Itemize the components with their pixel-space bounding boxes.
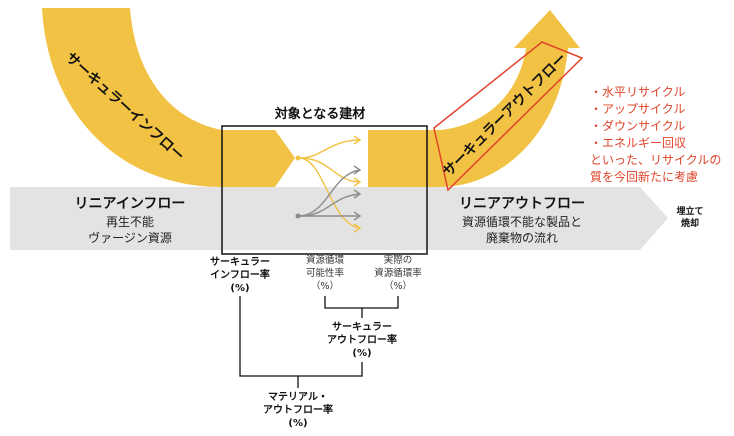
material-bracket xyxy=(239,296,363,377)
outflow-bracket xyxy=(324,296,399,309)
branch-arrow-gray-2 xyxy=(299,169,361,217)
circular-outflow-arc xyxy=(368,10,580,187)
callout-bullet: ・エネルギー回収 xyxy=(590,136,686,150)
callout-line: 質を今回新たに考慮 xyxy=(590,169,698,184)
linear-outflow-sub2: 廃棄物の流れ xyxy=(486,230,558,245)
metric-line: 資源循環 xyxy=(306,254,345,266)
metric-line: 可能性率 xyxy=(306,267,345,279)
recyclability-rate: 資源循環 可能性率 （%） xyxy=(306,254,345,292)
branch-arrow-yellow-1 xyxy=(299,139,361,159)
metric-line: (%) xyxy=(352,348,371,359)
circular-outflow-rate: サーキュラー アウトフロー率 (%) xyxy=(327,321,397,359)
arrow-head-2 xyxy=(353,177,362,187)
circular-inflow-rate: サーキュラー インフロー率 (%) xyxy=(210,256,270,294)
metric-line: インフロー率 xyxy=(210,268,270,281)
box-title: 対象となる建材 xyxy=(274,106,366,122)
gray-node xyxy=(295,213,301,219)
metric-brackets xyxy=(239,296,399,388)
arrow-head-3 xyxy=(353,223,362,233)
linear-outflow-sub1: 資源循環不能な製品と xyxy=(462,215,582,229)
linear-inflow-sub1: 再生不能 xyxy=(106,215,154,229)
actual-recycling-rate: 実際の 資源循環率 （%） xyxy=(374,254,422,292)
arrow-head-6 xyxy=(353,189,362,199)
arrow-head-5 xyxy=(353,165,362,175)
material-outflow-rate: マテリアル・ アウトフロー率 (%) xyxy=(263,391,333,429)
metric-line: （%） xyxy=(384,280,412,292)
branch-arrow-gray-3 xyxy=(299,193,361,217)
metric-line: アウトフロー率 xyxy=(263,403,333,416)
callout-line: といった、リサイクルの xyxy=(590,153,721,167)
metric-line: マテリアル・ xyxy=(268,391,328,403)
metric-line: 実際の xyxy=(384,254,413,266)
branch-arrow-yellow-3 xyxy=(299,157,361,229)
incineration-label: 焼却 xyxy=(681,217,699,229)
callout-bullet: ・水平リサイクル xyxy=(590,85,685,99)
recycling-quality-callout: ・水平リサイクル ・アップサイクル ・ダウンサイクル ・エネルギー回収 といった… xyxy=(590,85,721,184)
arrow-head-4 xyxy=(353,211,362,221)
metric-line: (%) xyxy=(230,283,249,294)
target-materials-box xyxy=(221,125,428,255)
metric-line: 資源循環率 xyxy=(374,267,422,279)
circular-inflow-arc xyxy=(42,8,222,187)
inflow-connector xyxy=(222,130,295,187)
metric-line: サーキュラー xyxy=(332,321,392,333)
metric-line: アウトフロー率 xyxy=(327,333,397,346)
linear-flow-band xyxy=(10,187,668,250)
branch-arrow-yellow-2 xyxy=(299,157,361,183)
landfill-label: 埋立て xyxy=(676,205,703,217)
callout-bullet: ・ダウンサイクル xyxy=(590,118,685,133)
metric-line: (%) xyxy=(288,418,307,429)
metric-line: （%） xyxy=(311,280,339,292)
arrow-head-1 xyxy=(353,135,362,145)
linear-inflow-sub2: ヴァージン資源 xyxy=(88,230,172,245)
outflow-highlight-frame xyxy=(433,41,584,192)
branch-arrows xyxy=(295,135,362,233)
metric-line: サーキュラー xyxy=(210,256,270,268)
callout-bullet: ・アップサイクル xyxy=(590,102,685,116)
linear-inflow-title: リニアインフロー xyxy=(75,196,186,212)
linear-outflow-title: リニアアウトフロー xyxy=(459,196,585,212)
yellow-node xyxy=(295,155,301,161)
